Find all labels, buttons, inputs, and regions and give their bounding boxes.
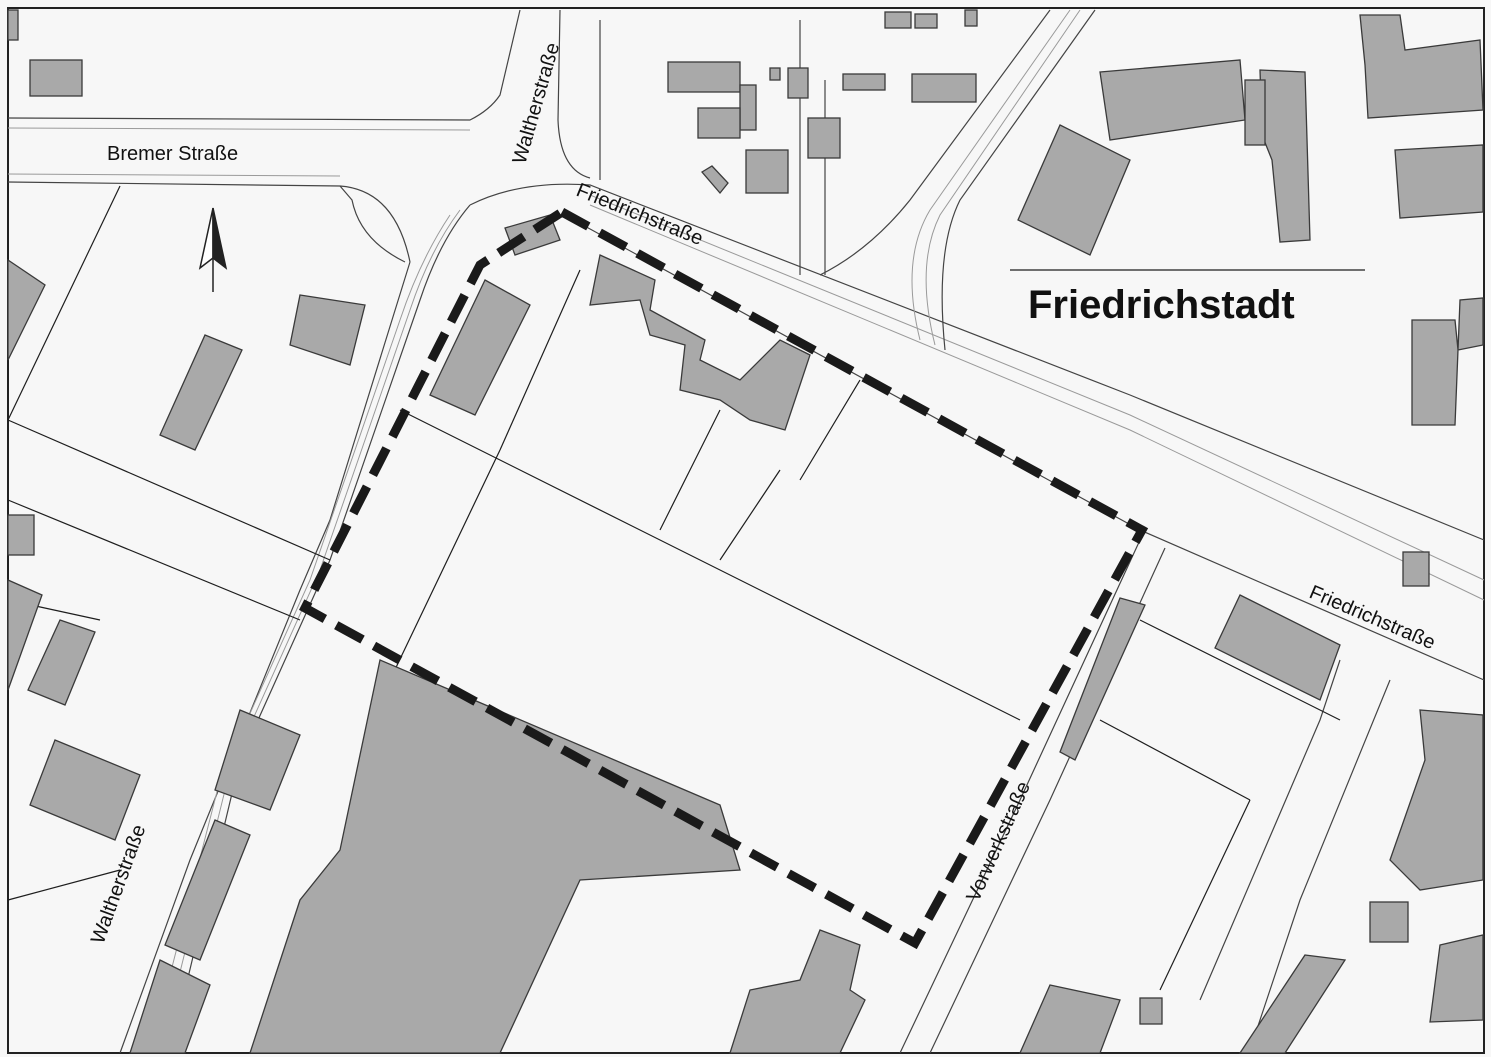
building bbox=[1359, 14, 1484, 119]
parcel-line bbox=[7, 499, 301, 621]
building bbox=[27, 619, 96, 706]
parcel-line bbox=[499, 269, 581, 451]
walther-rail-1 bbox=[159, 209, 461, 1054]
parcel-line bbox=[1159, 799, 1251, 991]
parcel-line bbox=[389, 449, 501, 681]
building bbox=[214, 709, 301, 811]
parcel-lines bbox=[7, 185, 1365, 991]
connector-road bbox=[339, 185, 406, 263]
building bbox=[1019, 984, 1121, 1054]
street-label-walther-south: Waltherstraße bbox=[87, 822, 150, 947]
building bbox=[911, 73, 977, 103]
building bbox=[1139, 997, 1163, 1025]
ne-rail-2 bbox=[925, 9, 1081, 346]
parcel-line bbox=[7, 419, 331, 561]
parcel-line bbox=[1139, 619, 1341, 721]
large-building bbox=[249, 659, 741, 1054]
building bbox=[1059, 597, 1146, 761]
building bbox=[787, 67, 809, 99]
walther-north-edge-east bbox=[557, 9, 591, 179]
parcel-line bbox=[1099, 719, 1251, 801]
building bbox=[667, 61, 741, 93]
ne-road-west bbox=[819, 9, 1051, 276]
ne-rail-1 bbox=[911, 9, 1071, 341]
building bbox=[842, 73, 886, 91]
building bbox=[7, 579, 43, 691]
building bbox=[429, 279, 531, 416]
east-lane-2 bbox=[1249, 679, 1391, 1051]
north-arrow-icon bbox=[198, 207, 228, 292]
parcel-line bbox=[7, 869, 121, 901]
road-network bbox=[7, 9, 1485, 1054]
parcel-line bbox=[719, 469, 781, 561]
building bbox=[729, 929, 866, 1054]
vorwerk-west-edge bbox=[899, 539, 1141, 1054]
building bbox=[7, 514, 35, 556]
friedrich-rail-1 bbox=[589, 194, 1485, 581]
friedrich-rail-2 bbox=[589, 204, 1485, 601]
walther-rail-2 bbox=[149, 214, 451, 1054]
building bbox=[1238, 954, 1347, 1054]
building bbox=[964, 9, 978, 27]
building bbox=[1389, 709, 1484, 891]
walther-west-edge bbox=[119, 261, 411, 1054]
district-label: Friedrichstadt bbox=[1028, 283, 1295, 327]
building-cluster bbox=[589, 254, 811, 431]
parcel-line bbox=[7, 185, 121, 421]
building bbox=[807, 117, 841, 159]
building bbox=[7, 9, 19, 41]
bremer-strasse-north-edge bbox=[7, 9, 521, 121]
walther-east-edge bbox=[169, 204, 471, 1054]
building bbox=[159, 334, 243, 451]
building bbox=[1017, 124, 1131, 256]
east-lane-1 bbox=[1199, 659, 1341, 1001]
building bbox=[1429, 934, 1484, 1023]
parcel-line bbox=[659, 409, 721, 531]
building bbox=[289, 294, 366, 366]
friedrich-north-edge bbox=[469, 183, 1485, 541]
street-label-friedrich-north: Friedrichstraße bbox=[573, 179, 706, 250]
bremer-rail-2 bbox=[7, 173, 341, 177]
building bbox=[739, 84, 757, 131]
building bbox=[1411, 297, 1484, 426]
building bbox=[164, 819, 251, 961]
site-boundary bbox=[299, 206, 1149, 950]
building bbox=[769, 67, 781, 81]
street-label-bremer: Bremer Straße bbox=[107, 143, 238, 165]
building bbox=[7, 258, 46, 361]
bremer-strasse-south-edge bbox=[7, 181, 411, 263]
building bbox=[1214, 594, 1341, 701]
bremer-rail-1 bbox=[7, 127, 471, 131]
building bbox=[29, 739, 141, 841]
building bbox=[914, 13, 938, 29]
building bbox=[884, 11, 912, 29]
buildings bbox=[7, 9, 1484, 1054]
building bbox=[701, 165, 729, 195]
building bbox=[1099, 59, 1246, 141]
building bbox=[29, 59, 83, 97]
building bbox=[129, 959, 211, 1054]
building bbox=[745, 149, 789, 194]
building bbox=[1369, 901, 1409, 943]
building bbox=[697, 107, 741, 139]
ne-road-east bbox=[941, 9, 1096, 351]
street-label-walther-north: Waltherstraße bbox=[509, 40, 565, 166]
building bbox=[1394, 144, 1484, 219]
building bbox=[1244, 79, 1266, 146]
parcel-line bbox=[799, 379, 861, 481]
parcel-line bbox=[399, 409, 1021, 721]
building bbox=[1259, 69, 1311, 243]
building bbox=[1402, 551, 1430, 587]
